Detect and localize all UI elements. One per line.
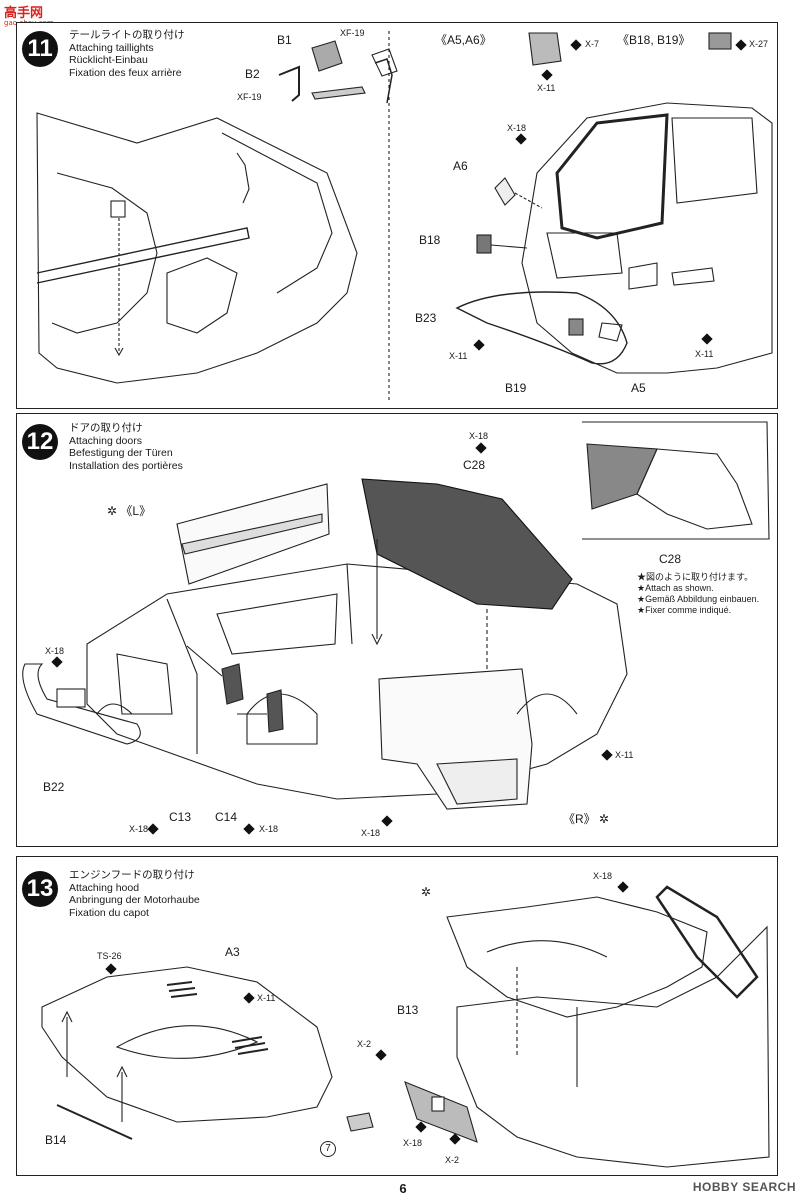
part-label: C28 xyxy=(659,552,682,566)
paint-code: X-18 xyxy=(129,824,149,834)
title-fr: Fixation du capot xyxy=(69,906,149,919)
step-number: 11 xyxy=(22,31,58,67)
step-12-illustration xyxy=(22,421,770,810)
step-title: エンジンフードの取り付け Attaching hood Anbringung d… xyxy=(69,869,200,919)
page-number: 6 xyxy=(399,1181,407,1196)
part-label: C14 xyxy=(215,810,238,824)
assembly-note: ★図のように取り付けます。 ★Attach as shown. ★Gemäß A… xyxy=(637,572,759,616)
paint-code: X-18 xyxy=(593,871,613,881)
note-de: ★Gemäß Abbildung einbauen. xyxy=(637,594,760,604)
part-label: A5 xyxy=(631,381,646,395)
step-title: テールライトの取り付け Attaching taillights Rücklic… xyxy=(69,29,185,79)
title-ja: テールライトの取り付け xyxy=(69,29,185,41)
title-de: Rücklicht-Einbau xyxy=(69,54,148,66)
part-label: C13 xyxy=(169,810,192,824)
note-fr: ★Fixer comme indiqué. xyxy=(637,605,732,615)
paint-code: X-18 xyxy=(45,646,65,656)
title-en: Attaching taillights xyxy=(69,41,154,54)
paint-code: X-18 xyxy=(403,1138,423,1148)
paint-code: X-11 xyxy=(695,349,714,359)
step-number: 13 xyxy=(22,871,58,907)
part-label: B22 xyxy=(43,780,65,794)
part-label: B1 xyxy=(277,33,292,47)
title-ja: エンジンフードの取り付け xyxy=(69,869,195,881)
part-group-label: 《B18, B19》 xyxy=(617,33,691,47)
paint-code: X-18 xyxy=(469,431,489,441)
paint-code: X-2 xyxy=(445,1155,460,1165)
asterisk-icon: ✲ xyxy=(421,885,432,899)
step-title: ドアの取り付け Attaching doors Befestigung der … xyxy=(69,422,183,472)
title-de: Befestigung der Türen xyxy=(69,447,173,459)
part-label: B18 xyxy=(419,233,441,247)
note-en: ★Attach as shown. xyxy=(637,583,714,593)
emblem-number-badge: 7 xyxy=(320,1141,336,1157)
paint-code: TS-26 xyxy=(97,951,122,961)
paint-code: X-11 xyxy=(449,351,468,361)
step-12-panel: 12 ドアの取り付け Attaching doors Befestigung d… xyxy=(16,413,778,847)
paint-code: XF-19 xyxy=(237,92,262,102)
title-en: Attaching doors xyxy=(69,434,142,447)
part-label: 《R》 ✲ xyxy=(563,812,610,826)
paint-code: X-18 xyxy=(259,824,279,834)
part-label: B19 xyxy=(505,381,527,395)
paint-code: X-18 xyxy=(361,828,381,838)
step-11-panel: 11 テールライトの取り付け Attaching taillights Rück… xyxy=(16,22,778,409)
paint-code: X-11 xyxy=(615,750,634,760)
title-ja: ドアの取り付け xyxy=(69,422,143,434)
paint-code: X-11 xyxy=(537,83,556,93)
part-group-label: 《A5,A6》 xyxy=(435,33,492,47)
part-label: C28 xyxy=(463,458,486,472)
title-fr: Installation des portières xyxy=(69,459,183,472)
asterisk-icon: ✲ xyxy=(595,812,610,826)
title-fr: Fixation des feux arrière xyxy=(69,66,182,79)
asterisk-icon: ✲ xyxy=(107,504,121,518)
paint-code: XF-19 xyxy=(340,28,365,38)
part-label: B23 xyxy=(415,311,437,325)
step-13-panel: 13 エンジンフードの取り付け Attaching hood Anbringun… xyxy=(16,856,778,1176)
paint-code: X-2 xyxy=(357,1039,372,1049)
part-label: A3 xyxy=(225,945,240,959)
paint-code: X-27 xyxy=(749,39,769,49)
step-11-illustration xyxy=(36,31,773,401)
part-label: B2 xyxy=(245,67,260,81)
paint-code: X-7 xyxy=(585,39,600,49)
paint-code: X-18 xyxy=(507,123,527,133)
part-label: A6 xyxy=(453,159,468,173)
title-en: Attaching hood xyxy=(69,881,140,894)
step-number: 12 xyxy=(22,424,58,460)
paint-code: X-11 xyxy=(257,993,276,1003)
watermark-logo: HOBBY SEARCH xyxy=(692,1180,796,1194)
title-de: Anbringung der Motorhaube xyxy=(69,894,200,906)
part-label: ✲ 《L》 xyxy=(107,504,152,518)
note-ja: ★図のように取り付けます。 xyxy=(637,572,754,582)
part-label: B14 xyxy=(45,1133,67,1147)
part-label: B13 xyxy=(397,1003,419,1017)
step-13-illustration xyxy=(41,885,770,1168)
